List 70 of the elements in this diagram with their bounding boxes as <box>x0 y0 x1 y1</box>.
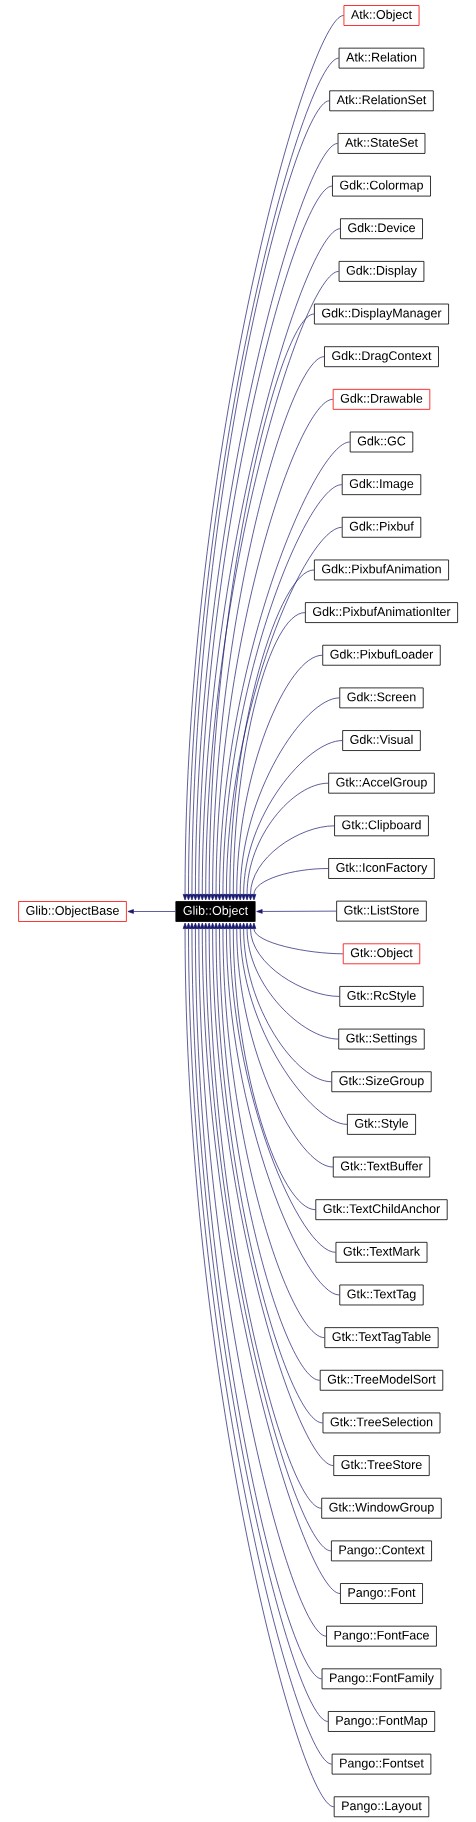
inheritance-arrow <box>127 909 176 914</box>
class-box: Gtk::ListStore <box>336 900 427 922</box>
class-box: Gdk::GC <box>349 431 414 453</box>
inheritance-arrow <box>248 922 340 997</box>
class-box: Pango::Context <box>331 1540 432 1562</box>
class-box: Gtk::WindowGroup <box>321 1497 442 1519</box>
inheritance-arrow <box>244 922 339 1040</box>
class-box: Gtk::Style <box>347 1114 416 1135</box>
class-box: Gdk::Colormap <box>332 175 431 197</box>
class-box: Pango::FontMap <box>327 1711 436 1732</box>
inheritance-arrow <box>256 909 337 914</box>
class-box: Gtk::TreeModelSort <box>319 1369 444 1391</box>
class-box: Gdk::DisplayManager <box>314 303 449 325</box>
inheritance-arrow <box>206 313 315 901</box>
class-box: Gdk::Device <box>340 218 423 240</box>
class-box: Gdk::Visual <box>342 730 421 751</box>
class-box: Gdk::PixbufAnimation <box>314 559 449 581</box>
inheritance-arrow <box>234 654 323 901</box>
class-box: Gdk::Display <box>338 261 425 282</box>
inheritance-arrow <box>227 569 315 901</box>
class-box: Gdk::Image <box>341 474 422 496</box>
class-box: Gtk::TextMark <box>335 1241 428 1263</box>
class-box: Glib::ObjectBase <box>18 901 127 922</box>
inheritance-arrow <box>251 922 344 955</box>
class-box: Gtk::TextTagTable <box>324 1327 439 1349</box>
inheritance-arrow <box>244 782 329 901</box>
class-box: Pango::Font <box>340 1583 423 1604</box>
class-box: Gdk::Pixbuf <box>341 516 422 538</box>
class-box: Gtk::RcStyle <box>339 986 424 1007</box>
class-box: Atk::Relation <box>338 47 425 69</box>
class-box: Gtk::IconFactory <box>328 858 435 879</box>
class-box: Gtk::TextChildAnchor <box>315 1199 448 1221</box>
class-box: Gdk::Screen <box>339 687 424 709</box>
class-box: Atk::StateSet <box>337 133 426 154</box>
inheritance-arrow <box>227 922 336 1253</box>
inheritance-arrow <box>210 922 334 1466</box>
inheritance-arrow <box>224 922 340 1296</box>
inheritance-arrow <box>234 922 334 1168</box>
inheritance-arrow <box>241 922 332 1083</box>
class-box: Gtk::TreeSelection <box>322 1412 441 1434</box>
class-box: Gtk::TreeStore <box>333 1455 430 1476</box>
class-box: Gtk::Clipboard <box>334 815 429 837</box>
inheritance-arrow <box>231 612 306 901</box>
class-box: Gdk::PixbufLoader <box>322 644 441 666</box>
inheritance-arrow <box>237 922 348 1125</box>
inheritance-arrow <box>231 922 316 1211</box>
class-box: Pango::FontFamily <box>321 1668 442 1690</box>
class-box: Glib::Object <box>175 901 256 922</box>
class-box: Gdk::Drawable <box>332 388 431 410</box>
class-box: Gtk::TextBuffer <box>332 1156 431 1178</box>
class-box: Pango::FontFace <box>326 1625 437 1647</box>
class-box: Gdk::PixbufAnimationIter <box>304 602 458 623</box>
class-box: Gtk::TextTag <box>339 1284 424 1306</box>
inheritance-arrow <box>237 697 340 901</box>
class-box: Gtk::Settings <box>338 1028 425 1050</box>
class-box: Atk::Object <box>343 5 420 26</box>
inheritance-arrow <box>213 399 334 901</box>
inheritance-arrow <box>210 356 325 901</box>
class-box: Atk::RelationSet <box>329 90 434 112</box>
class-box: Gdk::DragContext <box>324 346 439 368</box>
class-box: Gtk::AccelGroup <box>328 772 435 794</box>
class-box: Gtk::Object <box>342 943 421 965</box>
inheritance-arrow <box>248 825 335 901</box>
class-box: Pango::Fontset <box>331 1753 432 1775</box>
class-box: Pango::Layout <box>333 1796 430 1818</box>
class-box: Gtk::SizeGroup <box>331 1071 432 1093</box>
inheritance-arrow <box>206 922 322 1509</box>
inheritance-arrow <box>241 740 343 901</box>
inheritance-arrow <box>251 868 329 901</box>
inheritance-arrow <box>217 441 351 901</box>
